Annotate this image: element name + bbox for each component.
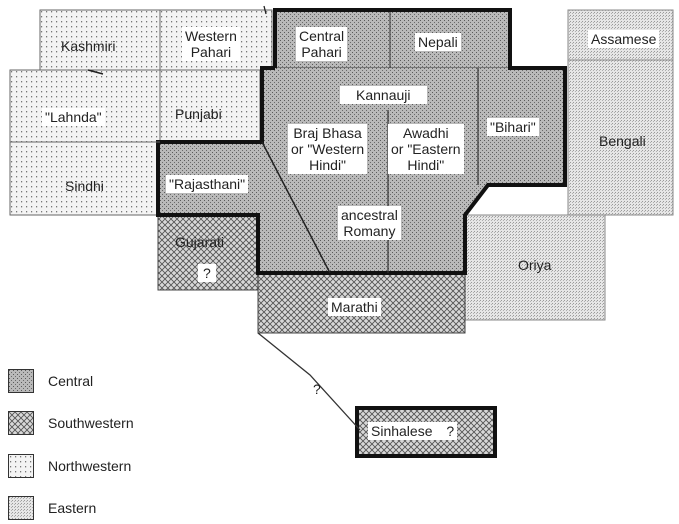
label-braj-bhasa: Braj Bhasa or "Western Hindi" xyxy=(288,124,368,174)
label-western-pahari: Western Pahari xyxy=(182,27,240,61)
legend-label-central: Central xyxy=(48,373,94,389)
label-punjabi: Punjabi xyxy=(175,106,222,122)
region-sindhi xyxy=(9,141,161,216)
label-sinhalese: Sinhalese ? xyxy=(368,422,458,440)
legend-label-northwestern: Northwestern xyxy=(48,458,132,474)
label-bihari: "Bihari" xyxy=(487,118,539,136)
label-kannauji: Kannauji xyxy=(340,86,427,104)
label-rajasthani: "Rajasthani" xyxy=(166,175,249,193)
label-connector-question: ? xyxy=(313,381,321,397)
label-nepali: Nepali xyxy=(415,33,461,51)
label-gujarati: Gujarati xyxy=(175,234,225,250)
region-oriya xyxy=(464,214,606,321)
label-ancestral-romany: ancestral Romany xyxy=(338,206,401,240)
label-lahnda: "Lahnda" xyxy=(42,108,105,126)
label-awadhi: Awadhi or "Eastern Hindi" xyxy=(388,124,464,174)
region-lahnda xyxy=(9,69,161,143)
legend-label-southwestern: Southwestern xyxy=(48,415,134,431)
label-kashmiri: Kashmiri xyxy=(61,38,116,54)
legend-item-northwestern: Northwestern xyxy=(8,453,131,479)
legend-swatch-southwestern xyxy=(8,411,34,435)
label-sinhalese-question: ? xyxy=(446,423,455,439)
scratch-mark-2 xyxy=(263,5,267,15)
legend-swatch-northwestern xyxy=(8,454,34,478)
label-sinhalese-text: Sinhalese xyxy=(371,423,433,439)
label-sindhi: Sindhi xyxy=(65,178,104,194)
connector-sinhalese xyxy=(257,332,361,431)
label-bengali: Bengali xyxy=(599,133,646,149)
legend-item-central: Central xyxy=(8,368,93,394)
label-assamese: Assamese xyxy=(588,30,660,48)
legend-item-southwestern: Southwestern xyxy=(8,410,134,436)
region-punjabi xyxy=(159,69,261,143)
divider-rajasthani-diag xyxy=(261,141,331,274)
region-kashmiri xyxy=(39,9,161,71)
label-marathi: Marathi xyxy=(328,298,381,316)
scratch-mark xyxy=(87,69,104,75)
legend-item-eastern: Eastern xyxy=(8,495,96,521)
legend-label-eastern: Eastern xyxy=(48,500,97,516)
region-bengali xyxy=(567,59,674,216)
legend-swatch-central xyxy=(8,369,34,393)
label-central-pahari: Central Pahari xyxy=(296,27,348,61)
legend-swatch-eastern xyxy=(8,496,34,520)
label-oriya: Oriya xyxy=(518,257,552,273)
central-boundary xyxy=(156,8,567,275)
label-gujarati-question: ? xyxy=(198,264,216,282)
